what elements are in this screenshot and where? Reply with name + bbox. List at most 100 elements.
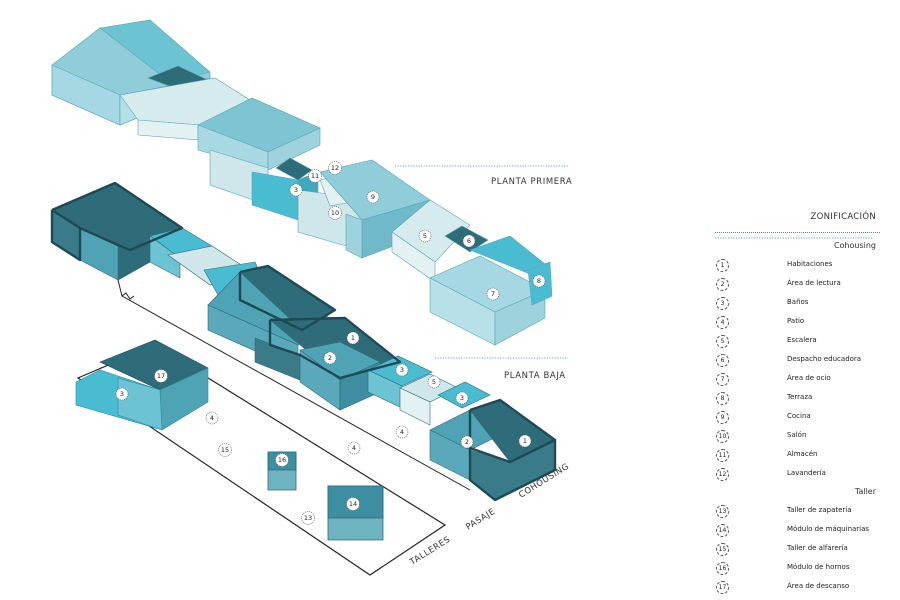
legend-number: 17 [716, 581, 729, 594]
marker-5-ground: 5 [427, 375, 441, 389]
legend-label: Cocina [787, 412, 811, 420]
legend-item: 17 Área de descanso [712, 581, 880, 600]
legend-item: 10 Salón [712, 430, 880, 449]
svg-text:12: 12 [331, 164, 339, 172]
legend-title: ZONIFICACIÓN [810, 212, 876, 222]
legend-label: Patio [787, 317, 805, 325]
svg-text:4: 4 [210, 414, 214, 422]
svg-text:9: 9 [371, 193, 375, 201]
svg-text:3: 3 [400, 366, 404, 374]
svg-text:3: 3 [460, 394, 464, 402]
svg-text:3: 3 [120, 390, 124, 398]
pasaje-outline [117, 279, 471, 491]
legend-number: 11 [716, 449, 729, 462]
legend-label: Lavandería [787, 469, 826, 477]
legend-label: Taller de zapatería [787, 506, 852, 514]
marker-5-upper: 5 [418, 229, 432, 243]
legend-number: 14 [716, 524, 729, 537]
marker-6: 6 [462, 234, 476, 248]
legend-label: Terraza [787, 393, 813, 401]
marker-13: 13 [301, 511, 315, 525]
marker-1-upper: 1 [346, 331, 360, 345]
legend-item: 7 Área de ocio [712, 373, 880, 392]
marker-11: 11 [308, 169, 322, 183]
legend-item: 9 Cocina [712, 411, 880, 430]
svg-text:2: 2 [328, 354, 332, 362]
svg-text:17: 17 [157, 372, 165, 380]
svg-text:10: 10 [331, 209, 339, 217]
legend-item: 2 Área de lectura [712, 278, 880, 297]
legend-divider [715, 232, 880, 233]
svg-text:15: 15 [221, 446, 229, 454]
legend-item: 14 Módulo de máquinarias [712, 524, 880, 543]
legend-label: Módulo de hornos [787, 563, 850, 571]
legend-label: Área de descanso [787, 582, 850, 590]
legend-number: 6 [716, 354, 729, 367]
marker-4-right: 4 [395, 425, 409, 439]
legend-label: Área de lectura [787, 279, 841, 287]
legend-label: Módulo de máquinarias [787, 525, 870, 533]
marker-14: 14 [346, 497, 360, 511]
legend-number: 9 [716, 411, 729, 424]
svg-text:16: 16 [278, 456, 286, 464]
legend-number: 7 [716, 373, 729, 386]
legend-item: 12 Lavandería [712, 468, 880, 487]
legend-label: Área de ocio [787, 374, 831, 382]
svg-text:4: 4 [400, 428, 404, 436]
marker-3-upper: 3 [289, 183, 303, 197]
label-planta-baja: PLANTA BAJA [504, 371, 566, 381]
legend-item: 13 Taller de zapatería [712, 505, 880, 524]
legend-label: Almacén [787, 450, 818, 458]
talleres-block [75, 339, 447, 576]
marker-9: 9 [366, 190, 380, 204]
legend-number: 13 [716, 505, 729, 518]
svg-text:1: 1 [351, 334, 355, 342]
svg-text:1: 1 [523, 437, 527, 445]
marker-12: 12 [328, 161, 342, 175]
marker-8: 8 [532, 274, 546, 288]
marker-3-ground: 3 [395, 363, 409, 377]
legend-item: 11 Almacén [712, 449, 880, 468]
level-guide-lines [395, 165, 873, 359]
legend-number: 10 [716, 430, 729, 443]
legend-number: 3 [716, 297, 729, 310]
legend-item: 4 Patio [712, 316, 880, 335]
svg-text:5: 5 [432, 378, 436, 386]
svg-text:6: 6 [467, 237, 471, 245]
planta-primera-block [51, 19, 553, 346]
svg-text:14: 14 [349, 500, 357, 508]
legend-number: 12 [716, 468, 729, 481]
legend-group-taller: Taller [854, 487, 876, 496]
legend-item: 6 Despacho educadora [712, 354, 880, 373]
marker-1-right: 1 [518, 434, 532, 448]
svg-text:5: 5 [423, 232, 427, 240]
legend-label: Despacho educadora [787, 355, 862, 363]
svg-text:8: 8 [537, 277, 541, 285]
legend-number: 15 [716, 543, 729, 556]
legend-label: Escalera [787, 336, 817, 344]
marker-2-left: 2 [323, 351, 337, 365]
planta-baja-block [51, 182, 556, 501]
legend-group-cohousing: Cohousing [833, 241, 876, 250]
svg-text:3: 3 [294, 186, 298, 194]
label-planta-primera: PLANTA PRIMERA [491, 177, 572, 187]
legend-number: 2 [716, 278, 729, 291]
marker-3-taller: 3 [115, 387, 129, 401]
marker-10: 10 [328, 206, 342, 220]
svg-text:2: 2 [465, 438, 469, 446]
svg-text:7: 7 [491, 290, 495, 298]
marker-2-right: 2 [460, 435, 474, 449]
svg-text:4: 4 [352, 444, 356, 452]
legend-label: Salón [787, 431, 807, 439]
marker-3-ground-right: 3 [455, 391, 469, 405]
legend-number: 4 [716, 316, 729, 329]
legend-number: 1 [716, 259, 729, 272]
marker-16: 16 [275, 453, 289, 467]
svg-text:13: 13 [304, 514, 312, 522]
